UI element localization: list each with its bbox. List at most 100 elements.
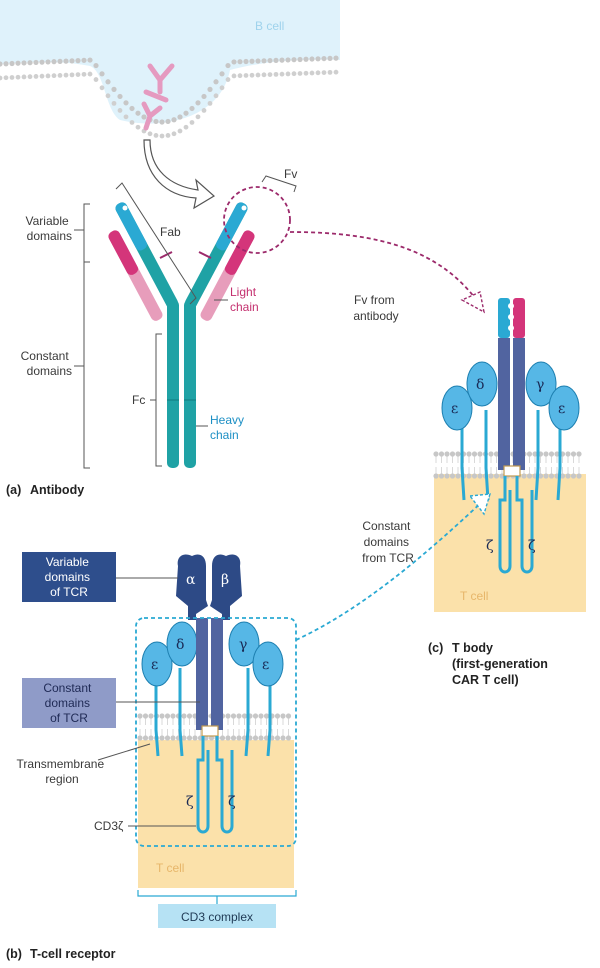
heavy-chain-stem-right xyxy=(184,300,196,468)
lipid-head xyxy=(153,133,159,138)
t-cell: T cell ε δ γ ε α β ζ ζ xyxy=(137,554,294,888)
lipid-head xyxy=(261,58,267,64)
lipid-head xyxy=(236,735,242,741)
lipid-head xyxy=(493,473,500,479)
lipid-head xyxy=(219,71,225,77)
lipid-head xyxy=(81,71,87,77)
t-body-delta-label: δ xyxy=(476,377,484,393)
lipid-head xyxy=(63,72,69,78)
lipid-head xyxy=(315,70,321,76)
lipid-head xyxy=(321,70,327,75)
lipid-head xyxy=(236,713,242,719)
lipid-head xyxy=(93,62,99,69)
lipid-head xyxy=(303,70,309,76)
lipid-head xyxy=(201,108,207,113)
lipid-head xyxy=(164,713,171,719)
constant-domains-label: Constant domains xyxy=(21,349,72,378)
cd3-complex-box xyxy=(158,904,276,928)
lipid-head xyxy=(466,451,472,457)
lipid-head xyxy=(213,79,219,85)
car-fv-blue xyxy=(498,298,510,338)
lipid-head xyxy=(21,74,27,80)
lipid-head xyxy=(532,451,538,457)
lipid-head xyxy=(477,473,483,479)
heavy-chain-stem-left xyxy=(167,300,179,468)
lipid-head xyxy=(327,55,333,61)
lipid-head xyxy=(142,713,149,719)
tcr-beta-constant xyxy=(211,618,223,730)
lipid-head xyxy=(142,735,149,741)
fv-highlight-circle xyxy=(223,186,291,254)
tcr-alpha-variable xyxy=(176,554,208,620)
lipid-head xyxy=(237,59,243,65)
lipid-head xyxy=(273,57,279,63)
caption-c: (c) T body (first-generation CAR T cell) xyxy=(428,641,551,687)
lipid-head xyxy=(258,713,264,719)
lipid-head xyxy=(225,735,231,741)
b-cell: B cell xyxy=(0,0,340,139)
cd3-dashed-box xyxy=(135,617,297,847)
lipid-head xyxy=(548,451,555,457)
lipid-head xyxy=(433,473,439,479)
lipid-head xyxy=(192,735,198,741)
t-body-epsilon-right-label: ε xyxy=(558,401,565,417)
cd3-complex-label: CD3 complex xyxy=(181,910,253,924)
lipid-head xyxy=(333,69,339,75)
car-fv-magenta xyxy=(513,298,525,338)
lipid-head xyxy=(189,105,195,112)
transmembrane-label: Transmembrane region xyxy=(17,757,108,786)
tcr-epsilon-right-label: ε xyxy=(262,657,269,673)
lipid-head xyxy=(159,713,165,719)
lipid-head xyxy=(21,60,27,66)
lipid-head xyxy=(207,100,213,106)
lipid-head xyxy=(219,735,226,741)
b-cell-label: B cell xyxy=(255,19,284,33)
lipid-head xyxy=(99,85,105,91)
t-body-epsilon-left-label: ε xyxy=(451,401,458,417)
lipid-head xyxy=(433,451,439,457)
lipid-head xyxy=(171,131,177,137)
lipid-head xyxy=(471,473,478,479)
lipid-head xyxy=(75,72,81,78)
lipid-head xyxy=(565,473,571,479)
lipid-head xyxy=(137,713,143,719)
fv-label: Fv xyxy=(284,167,297,181)
lipid-head xyxy=(87,57,93,63)
lipid-head xyxy=(141,114,147,120)
lipid-head xyxy=(252,735,259,741)
tcr-hinge xyxy=(201,725,219,737)
lipid-head xyxy=(243,73,249,78)
car-constant-right xyxy=(513,338,525,470)
t-cell-cytoplasm xyxy=(138,740,294,888)
lipid-head xyxy=(93,77,99,82)
lipid-head xyxy=(123,114,129,120)
t-body-gamma-label: γ xyxy=(536,377,544,393)
lipid-head xyxy=(177,128,183,134)
lipid-head xyxy=(477,451,483,457)
lipid-head xyxy=(237,73,243,79)
car-zeta-chain xyxy=(498,476,534,574)
tcr-epsilon-left-label: ε xyxy=(151,657,158,673)
lipid-head xyxy=(267,57,273,64)
lipid-head xyxy=(493,451,500,457)
lipid-head xyxy=(280,713,286,719)
tcr-alpha-label: α xyxy=(186,572,196,588)
lipid-head xyxy=(39,73,45,79)
lipid-head xyxy=(183,124,189,130)
caption-a: (a) Antibody xyxy=(6,483,84,497)
tcr-gamma xyxy=(228,621,260,667)
lipid-head xyxy=(537,473,544,479)
lipid-head xyxy=(81,57,87,63)
tcr-zeta-right: ζ xyxy=(228,794,236,810)
caption-b: (b) T-cell receptor xyxy=(6,947,116,961)
lipid-head xyxy=(554,451,560,457)
b-cell-cytoplasm xyxy=(0,0,340,124)
lipid-head xyxy=(129,105,135,112)
lipid-head xyxy=(280,735,286,741)
lipid-head xyxy=(45,73,51,79)
constant-from-tcr-label: Constant domains from TCR xyxy=(362,519,414,565)
lipid-head xyxy=(170,713,176,719)
lipid-head xyxy=(0,61,3,67)
lipid-head xyxy=(27,74,33,80)
lipid-head xyxy=(51,59,57,65)
